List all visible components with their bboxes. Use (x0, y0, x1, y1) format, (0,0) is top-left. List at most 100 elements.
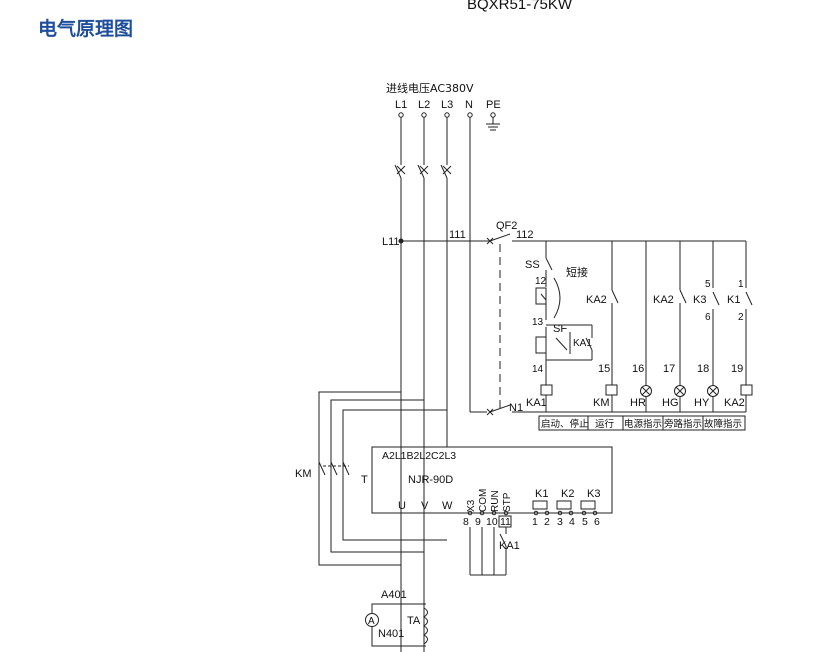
relay-number-3: 3 (557, 516, 563, 528)
label-t: T (361, 474, 368, 486)
relay-k1: K1 (535, 488, 548, 500)
relay-number-5: 5 (582, 516, 588, 528)
terminal-label-pe: PE (486, 99, 501, 111)
wire-111: 111 (449, 229, 466, 241)
label-km-contactor: KM (295, 468, 312, 480)
ammeter-icon (365, 613, 379, 627)
wire-112: 112 (516, 229, 534, 241)
node-13: 13 (532, 317, 544, 328)
function-bypass-indicator: 旁路指示 (664, 418, 702, 430)
branch-number-15: 15 (598, 363, 610, 375)
relay-k2: K2 (561, 488, 574, 500)
branch-number-18: 18 (697, 363, 709, 375)
ctrl-number-11: 11 (500, 516, 511, 528)
terminal-l1 (398, 112, 404, 118)
lamp-hr-icon (640, 385, 652, 397)
load-label-ka2: KA2 (724, 397, 745, 409)
function-start-stop: 启动、停止 (541, 418, 589, 430)
ammeter-symbol: A (368, 616, 375, 627)
supply-terminal-labels: L1 L2 L3 N PE (395, 99, 501, 111)
terminal-l2 (421, 112, 427, 118)
function-table (538, 415, 746, 431)
node-14: 14 (532, 364, 544, 375)
branch-number-16: 16 (632, 363, 644, 375)
control-wiring (469, 527, 507, 576)
bypass-loops (318, 391, 447, 566)
load-label-ka1: KA1 (526, 397, 547, 409)
label-ka2-b: KA2 (653, 294, 674, 306)
bypass-indicator-branch: KA2 (653, 241, 687, 412)
relay-number-4: 4 (569, 516, 575, 528)
terminal-label-l2: L2 (418, 99, 430, 111)
node-1: 1 (738, 279, 744, 290)
node-12: 12 (535, 276, 547, 287)
label-short: 短接 (566, 265, 588, 279)
starter-outputs: U V W (398, 500, 453, 512)
load-label-hg: HG (662, 397, 679, 409)
function-fault-indicator: 故障指示 (704, 418, 742, 430)
coil-ka2 (740, 384, 753, 396)
terminal-label-l3: L3 (441, 99, 453, 111)
node-6: 6 (705, 312, 711, 323)
power-indicator-branch (640, 241, 652, 412)
ctrl-number-10: 10 (486, 516, 498, 528)
relay-contacts (532, 500, 598, 516)
page-title: 电气原理图 (38, 18, 134, 40)
branch-numbers: 15 16 17 18 19 (598, 363, 743, 375)
current-transformer-icon (423, 607, 428, 645)
label-qf2: QF2 (496, 220, 517, 232)
main-power-lines (394, 117, 494, 652)
label-ss: SS (525, 259, 540, 271)
function-labels: 启动、停止 运行 电源指示 旁路指示 故障指示 (541, 418, 742, 430)
terminal-l3 (444, 112, 450, 118)
fault-lamp-branch: 5 K3 6 (693, 241, 720, 412)
model-number: BQXR51-75KW (467, 0, 573, 13)
function-run: 运行 (595, 418, 615, 430)
control-terminals (467, 510, 509, 516)
terminal-n (467, 112, 473, 118)
output-w: W (442, 500, 453, 512)
pin-run: RUN (490, 490, 501, 512)
lamp-hy-icon (707, 385, 719, 397)
label-a401: A401 (381, 589, 407, 601)
node-5: 5 (705, 279, 711, 290)
label-ta: TA (407, 615, 421, 627)
breaker-crosses (396, 165, 452, 175)
relay-k3: K3 (587, 488, 600, 500)
run-branch: KA2 (586, 241, 619, 412)
label-ka1-contact: KA1 (573, 338, 592, 349)
supply-terminals (398, 112, 496, 118)
label-k1: K1 (727, 294, 740, 306)
branch-number-17: 17 (663, 363, 675, 375)
output-v: V (421, 500, 429, 512)
node-2: 2 (738, 312, 744, 323)
coil-km (605, 384, 618, 396)
ctrl-number-9: 9 (475, 516, 481, 528)
relay-labels: K1 K2 K3 (535, 488, 600, 500)
relay-number-6: 6 (594, 516, 600, 528)
label-k3: K3 (693, 294, 706, 306)
terminal-label-l1: L1 (395, 99, 407, 111)
load-label-hy: HY (694, 397, 710, 409)
supply-label: 进线电压AC380V (386, 81, 474, 95)
control-numbers: 8 9 10 11 (463, 516, 511, 528)
start-stop-branch: SS 短接 12 13 SF KA1 14 (525, 241, 593, 412)
relay-number-1: 1 (532, 516, 538, 528)
branch-number-19: 19 (731, 363, 743, 375)
starter-model: NJR-90D (408, 474, 453, 486)
load-labels: KA1 KM HR HG HY KA2 (526, 397, 745, 409)
relay-number-2: 2 (544, 516, 550, 528)
starter-top-terminals: A2L1B2L2C2L3 (382, 450, 456, 462)
lamp-hg-icon (674, 385, 686, 397)
control-pins: X3 COM RUN STP (466, 489, 513, 512)
control-terminal-block (498, 515, 512, 528)
km-contactor (318, 461, 350, 476)
label-n401: N401 (378, 628, 404, 640)
load-label-km: KM (593, 397, 610, 409)
relay-numbers: 1 2 3 4 5 6 (532, 516, 600, 528)
ctrl-number-8: 8 (463, 516, 469, 528)
fault-relay-branch: 1 K1 2 (727, 241, 753, 412)
load-label-hr: HR (630, 397, 646, 409)
pin-x3: X3 (466, 499, 477, 512)
